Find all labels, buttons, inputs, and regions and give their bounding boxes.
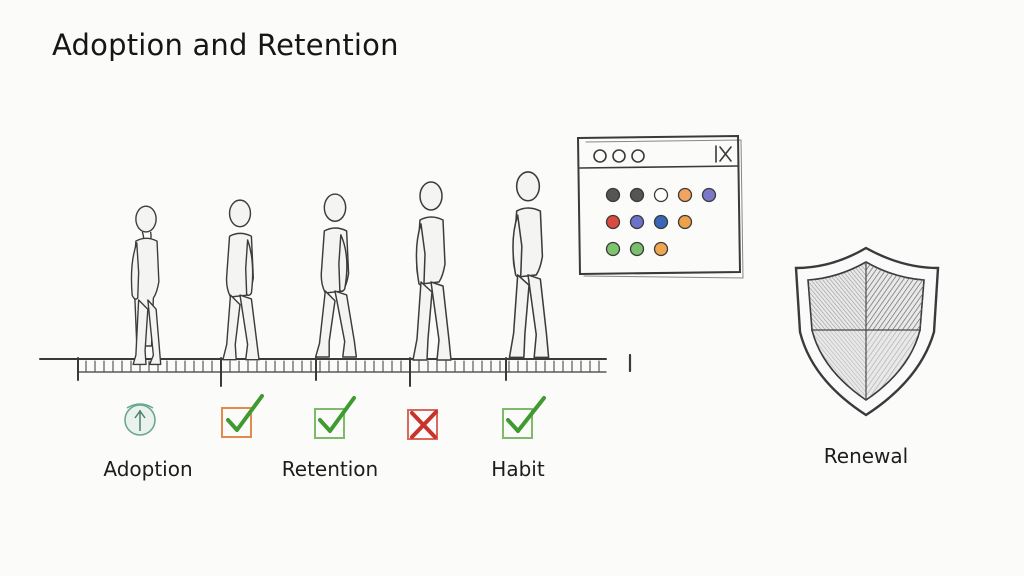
person-figure-3 — [314, 193, 358, 358]
app-dot — [629, 214, 645, 230]
stage-label-renewal: Renewal — [823, 444, 909, 468]
check-icon — [502, 396, 546, 439]
app-dot — [629, 241, 645, 257]
walking-figures — [130, 171, 550, 366]
app-dot — [653, 214, 669, 230]
timeline-ruler — [39, 353, 632, 387]
stage-label-habit: Habit — [491, 457, 545, 481]
person-figure-5 — [508, 171, 550, 359]
cross-icon — [407, 409, 438, 440]
app-dot — [605, 187, 621, 203]
app-dot — [653, 241, 669, 257]
shield-icon — [794, 246, 940, 417]
person-figure-1 — [130, 205, 162, 366]
app-dot — [653, 187, 669, 203]
app-dot — [677, 187, 693, 203]
app-dot — [677, 214, 693, 230]
app-dot — [605, 214, 621, 230]
check-icon — [221, 394, 264, 438]
stage-label-retention: Retention — [281, 457, 379, 481]
person-figure-4 — [412, 181, 452, 361]
person-figure-2 — [222, 199, 260, 361]
app-dot — [605, 241, 621, 257]
app-window-icon — [576, 134, 744, 279]
stage-label-adoption: Adoption — [103, 457, 193, 481]
check-icon — [314, 396, 356, 439]
diagram-title: Adoption and Retention — [52, 28, 399, 62]
app-dot — [629, 187, 645, 203]
seed-jar-icon — [124, 403, 156, 436]
app-dot — [701, 187, 717, 203]
